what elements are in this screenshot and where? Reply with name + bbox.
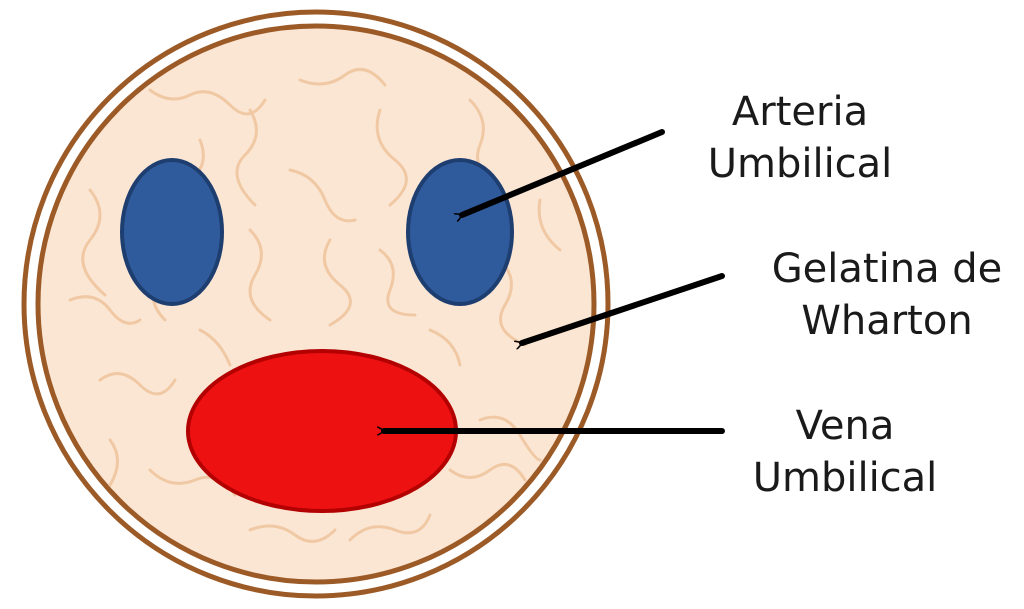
label-wharton-line2: Wharton <box>801 298 973 344</box>
fiber <box>108 438 119 487</box>
fiber <box>81 188 107 297</box>
fiber <box>248 524 337 543</box>
label-vein-line1: Vena <box>795 403 895 449</box>
label-wharton-jelly: Gelatina de Wharton <box>752 243 1022 347</box>
artery-arrow <box>462 129 665 215</box>
fiber <box>248 228 272 322</box>
fiber <box>98 372 177 396</box>
fiber <box>298 67 387 87</box>
fiber <box>198 328 232 367</box>
fiber <box>478 415 542 462</box>
fiber <box>348 513 432 542</box>
wharton-arrow <box>522 273 725 343</box>
fiber <box>537 198 562 252</box>
label-vein-line2: Umbilical <box>752 455 938 501</box>
fiber <box>68 295 142 325</box>
fiber <box>235 108 258 207</box>
fiber <box>428 328 462 367</box>
fiber <box>448 462 527 482</box>
fiber <box>498 258 527 347</box>
umbilical-artery-right <box>406 158 514 306</box>
fiber <box>375 108 408 207</box>
fiber <box>148 88 267 116</box>
fiber <box>322 238 352 327</box>
label-umbilical-vein: Vena Umbilical <box>730 400 960 504</box>
label-artery-line1: Arteria <box>731 89 869 135</box>
fiber <box>378 248 417 317</box>
label-umbilical-artery: Arteria Umbilical <box>690 86 910 190</box>
label-artery-line2: Umbilical <box>707 141 893 187</box>
pointer-arrows <box>384 129 725 431</box>
umbilical-artery-left <box>120 158 224 306</box>
fiber <box>288 168 357 223</box>
wharton-jelly-fibers <box>68 67 562 543</box>
label-wharton-line1: Gelatina de <box>771 246 1003 292</box>
